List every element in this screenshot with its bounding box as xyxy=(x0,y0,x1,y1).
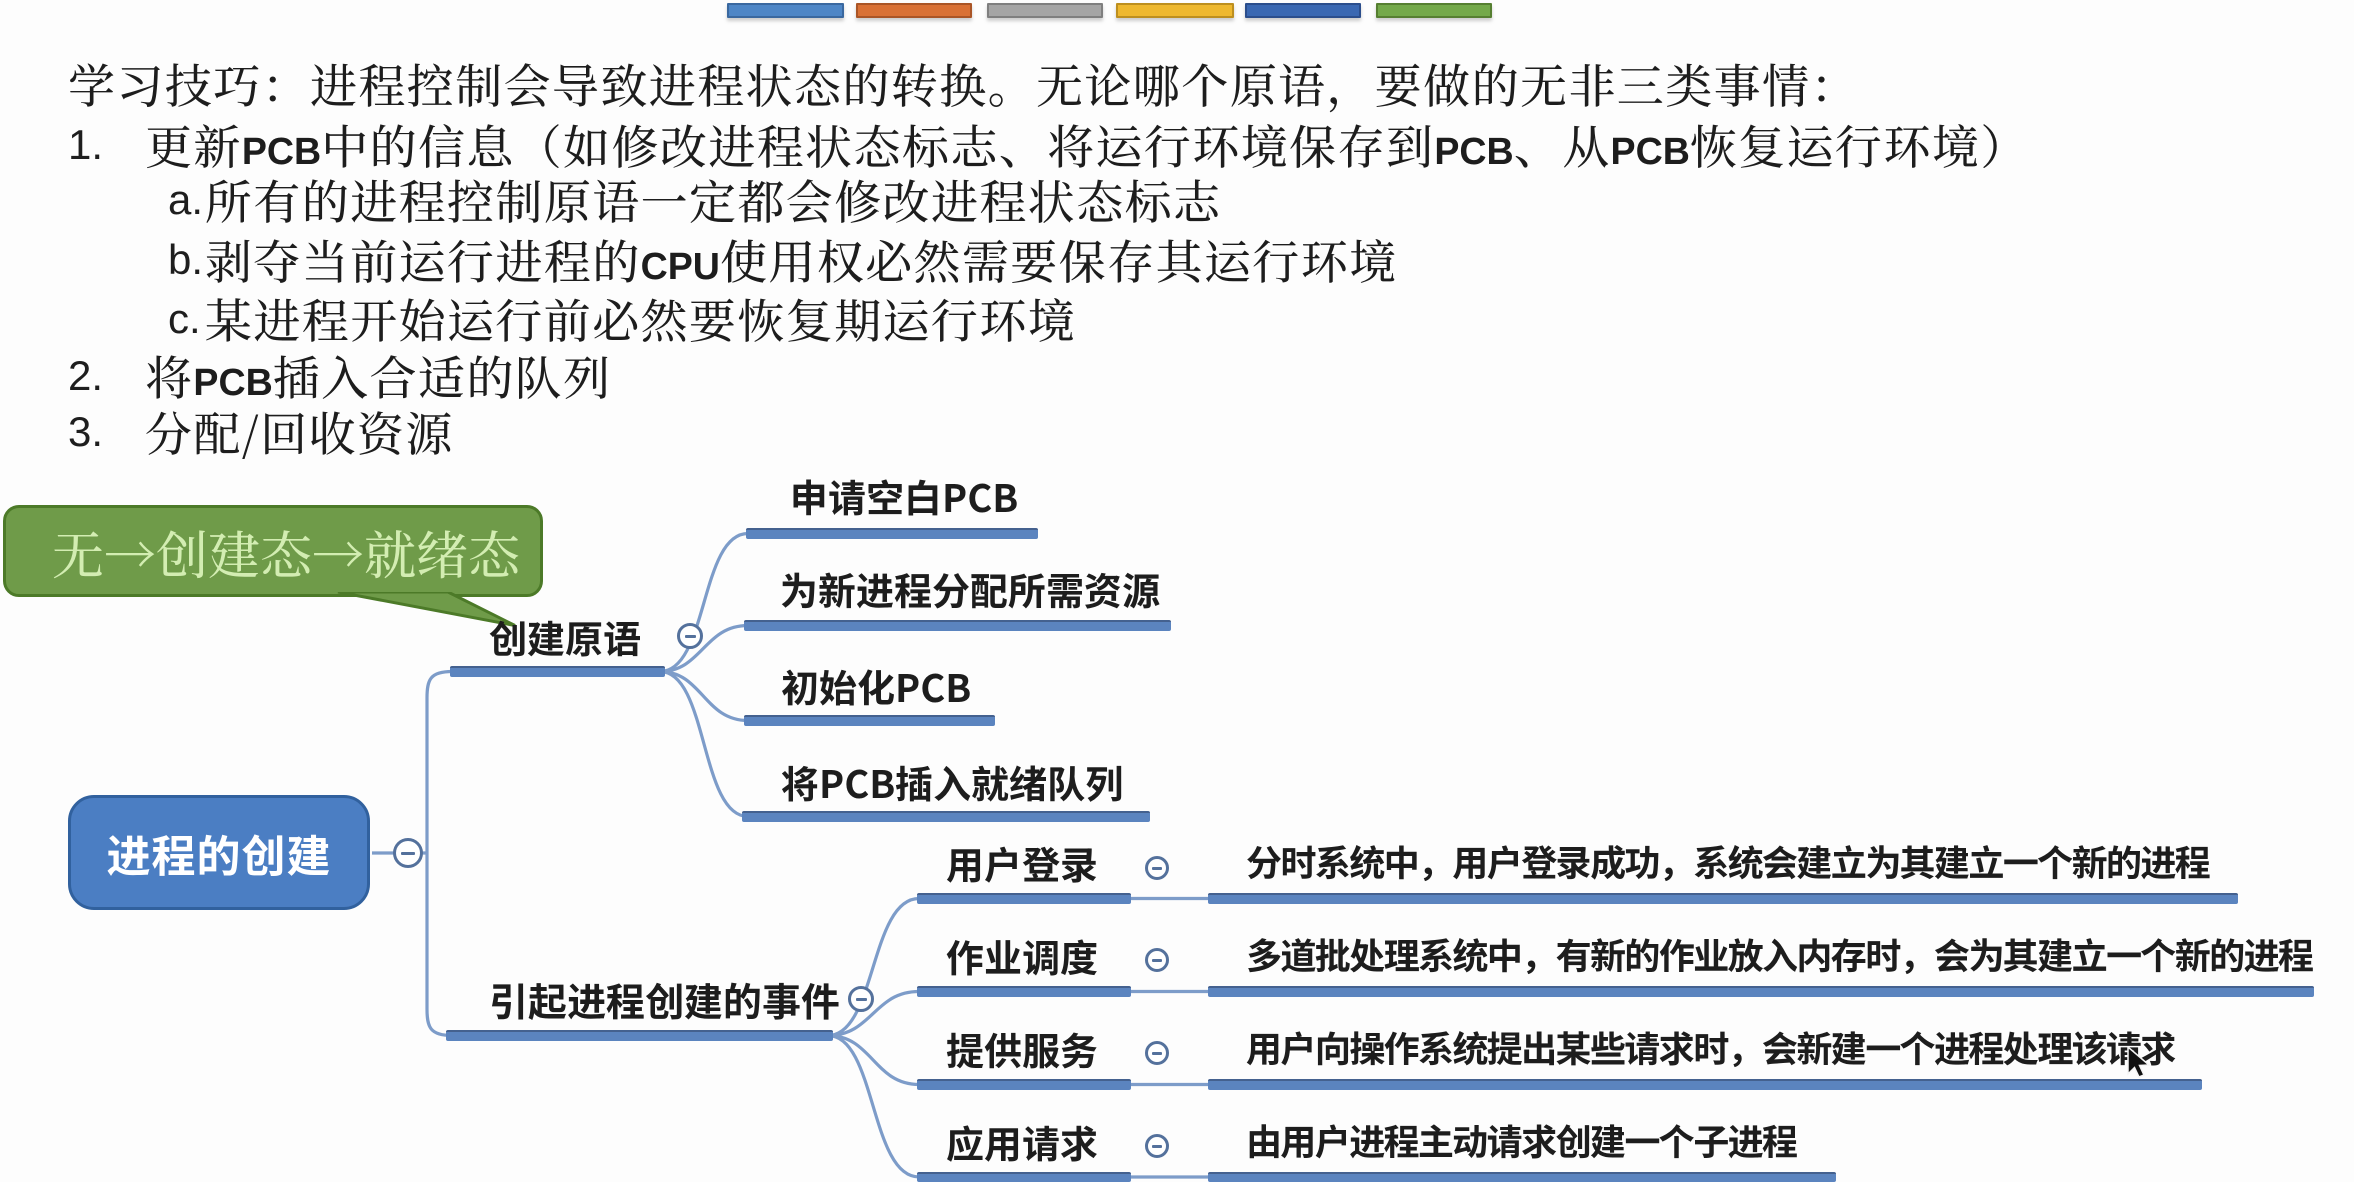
mouse-cursor xyxy=(2127,1046,2151,1078)
event-provide-service-label[interactable]: 提供服务 xyxy=(946,1021,1099,1076)
note-line-1: 学习技巧：进程控制会导致进程状态的转换。无论哪个原语，要做的无非三类事情： xyxy=(0,55,2354,113)
mindmap-connector xyxy=(827,1033,920,1179)
branch-create-primitive-label[interactable]: 创建原语 xyxy=(489,609,642,664)
toggle-create-primitive-collapse-icon[interactable] xyxy=(677,623,703,649)
event-provide-service-desc: 用户向操作系统提出某些请求时，会新建一个进程处理该请求 xyxy=(1246,1021,2176,1073)
toggle-app-request-collapse-icon[interactable] xyxy=(1145,1134,1169,1158)
event-job-scheduling-desc: 多道批处理系统中，有新的作业放入内存时，会为其建立一个新的进程 xyxy=(1246,928,2314,980)
node-request-blank-pcb-label[interactable]: 申请空白PCB xyxy=(790,468,1019,523)
minus-icon xyxy=(684,634,696,638)
mindmap-connector xyxy=(827,989,920,1038)
event-user-login-label[interactable]: 用户登录 xyxy=(946,835,1099,890)
branch-line-u_c22 xyxy=(917,986,1131,997)
minus-icon xyxy=(1152,958,1162,962)
note-line-4-text: 剥夺当前运行进程的CPU使用权必然需要保存其运行环境 xyxy=(205,226,1398,293)
branch-line-u_d1 xyxy=(1208,893,2238,904)
branch-line-u_b1 xyxy=(450,666,665,677)
mindmap-connector xyxy=(425,669,453,1038)
branch-line-u_c24 xyxy=(917,1172,1131,1182)
note-line-4: b.剥夺当前运行进程的CPU使用权必然需要保存其运行环境 xyxy=(0,231,2354,289)
note-line-2: 1.更新PCB中的信息（如修改进程状态标志、将运行环境保存到PCB、从PCB恢复… xyxy=(0,116,2354,174)
toggle-provide-service-collapse-icon[interactable] xyxy=(1145,1041,1169,1065)
note-line-3-marker: a. xyxy=(168,176,204,223)
mindmap-connector xyxy=(659,531,749,674)
toggle-creation-events-collapse-icon[interactable] xyxy=(848,986,874,1012)
root-node[interactable]: 进程的创建 xyxy=(68,795,370,910)
node-insert-ready-queue-label[interactable]: 将PCB插入就绪队列 xyxy=(781,754,1124,809)
deco-bar-6 xyxy=(1376,3,1492,18)
toggle-root-collapse-icon[interactable] xyxy=(393,838,423,868)
note-line-1-text: 学习技巧：进程控制会导致进程状态的转换。无论哪个原语，要做的无非三类事情： xyxy=(68,50,1859,117)
note-line-6: 2.将PCB插入合适的队列 xyxy=(0,347,2354,405)
mouse-cursor-arrow xyxy=(2127,1046,2151,1078)
mindmap-connector xyxy=(659,669,749,723)
event-app-request-label[interactable]: 应用请求 xyxy=(946,1114,1099,1169)
note-line-5-marker: c. xyxy=(168,295,201,342)
note-line-5: c.某进程开始运行前必然要恢复期运行环境 xyxy=(0,290,2354,348)
minus-icon xyxy=(1152,1051,1162,1055)
minus-icon xyxy=(401,851,415,855)
branch-line-u_c12 xyxy=(744,620,1171,631)
toggle-user-login-collapse-icon[interactable] xyxy=(1145,856,1169,880)
minus-icon xyxy=(855,997,867,1001)
branch-line-u_d4 xyxy=(1208,1172,1836,1182)
state-transition-callout: 无→创建态→就绪态 xyxy=(3,505,543,597)
event-app-request-desc: 由用户进程主动请求创建一个子进程 xyxy=(1246,1114,1798,1166)
branch-creation-events-label[interactable]: 引起进程创建的事件 xyxy=(489,972,841,1028)
note-line-6-text: 将PCB插入合适的队列 xyxy=(145,342,612,409)
deco-bar-2 xyxy=(856,3,972,18)
note-line-7: 3.分配/回收资源 xyxy=(0,403,2354,461)
note-line-5-text: 某进程开始运行前必然要恢复期运行环境 xyxy=(205,285,1077,352)
callout-tail xyxy=(337,592,516,627)
note-line-3: a.所有的进程控制原语一定都会修改进程状态标志 xyxy=(0,171,2354,229)
branch-line-u_c14 xyxy=(742,811,1150,822)
event-user-login-desc: 分时系统中，用户登录成功，系统会建立为其建立一个新的进程 xyxy=(1246,835,2211,887)
mindmap-connector xyxy=(659,623,749,674)
deco-bar-1 xyxy=(727,3,844,18)
root-node-label: 进程的创建 xyxy=(106,820,332,885)
node-allocate-resources-label[interactable]: 为新进程分配所需资源 xyxy=(780,561,1161,616)
minus-icon xyxy=(1152,1144,1162,1148)
note-line-3-text: 所有的进程控制原语一定都会修改进程状态标志 xyxy=(205,166,1222,233)
deco-bar-3 xyxy=(987,3,1103,18)
mindmap-connector xyxy=(659,669,749,819)
deco-bar-5 xyxy=(1245,3,1361,18)
note-line-4-marker: b. xyxy=(168,236,204,283)
note-line-6-marker: 2. xyxy=(68,352,104,399)
branch-line-u_d3 xyxy=(1208,1079,2202,1090)
note-line-2-text: 更新PCB中的信息（如修改进程状态标志、将运行环境保存到PCB、从PCB恢复运行… xyxy=(145,111,2029,178)
node-init-pcb-label[interactable]: 初始化PCB xyxy=(781,658,972,713)
toggle-job-scheduling-collapse-icon[interactable] xyxy=(1145,948,1169,972)
branch-line-u_c21 xyxy=(917,893,1131,904)
note-line-7-marker: 3. xyxy=(68,408,104,455)
state-transition-callout-text: 无→创建态→就绪态 xyxy=(51,513,520,589)
branch-line-u_c13 xyxy=(744,715,995,726)
branch-line-u_d2 xyxy=(1208,986,2314,997)
note-line-7-text: 分配/回收资源 xyxy=(145,398,454,465)
branch-line-u_c11 xyxy=(746,528,1038,539)
branch-line-u_b2 xyxy=(446,1030,833,1041)
branch-line-u_c23 xyxy=(917,1079,1131,1090)
callout-tail-shape xyxy=(337,592,516,627)
deco-bar-4 xyxy=(1116,3,1234,18)
mindmap-connector xyxy=(827,896,920,1038)
minus-icon xyxy=(1152,866,1162,870)
mindmap-connector xyxy=(827,1033,920,1087)
note-line-2-marker: 1. xyxy=(68,121,104,168)
event-job-scheduling-label[interactable]: 作业调度 xyxy=(946,928,1099,983)
